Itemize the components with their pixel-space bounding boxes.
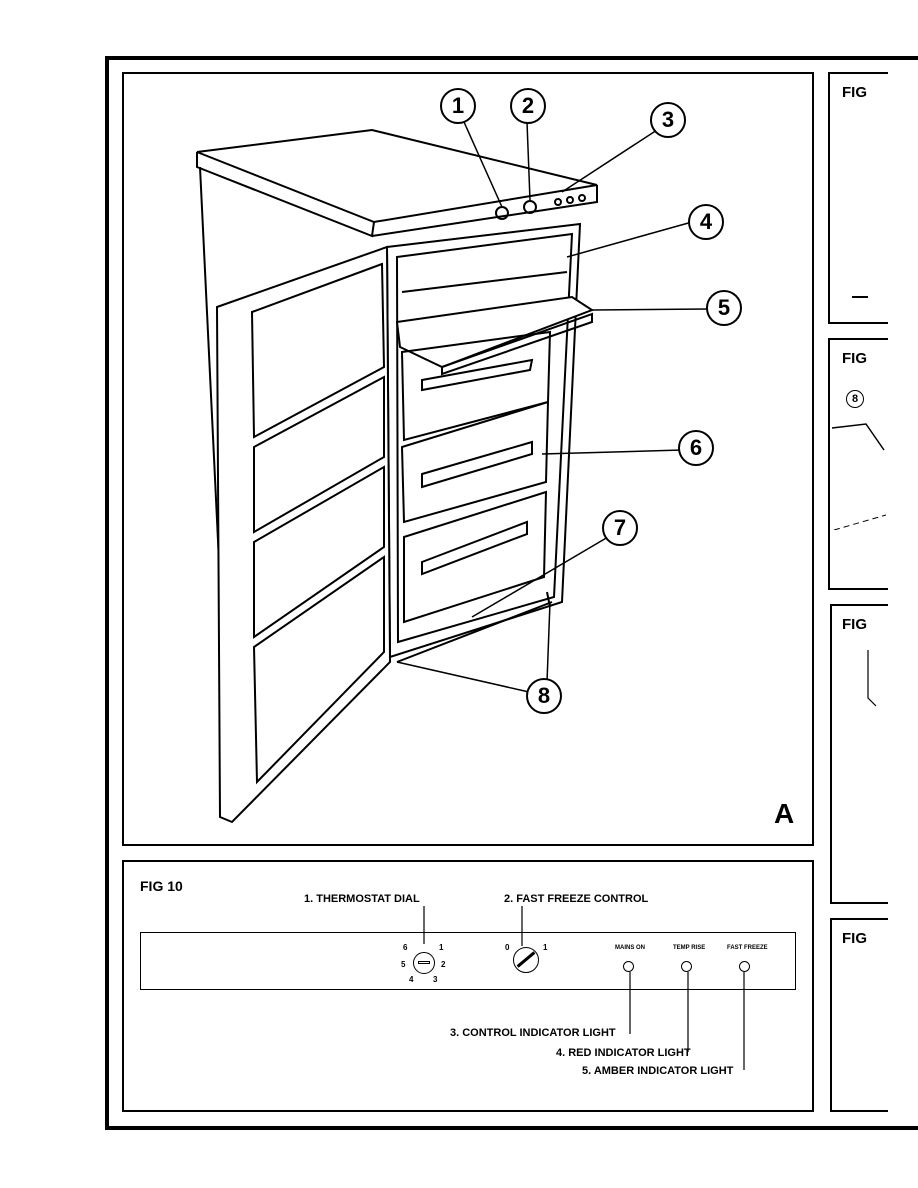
amber-indicator-label: 5. AMBER INDICATOR LIGHT	[582, 1065, 734, 1077]
fast-freeze-number-0: 0	[505, 943, 510, 952]
side-figure-3: FIG	[830, 604, 888, 904]
temp-rise-lamp	[681, 961, 692, 972]
side-figure-1: FIG	[828, 72, 888, 324]
mains-on-lamp	[623, 961, 634, 972]
frame-bottom-rule	[105, 1126, 918, 1130]
thermostat-number-2: 2	[441, 960, 446, 969]
callout-7: 7	[602, 510, 638, 546]
figure-letter: A	[774, 798, 795, 829]
fast-freeze-lamp	[739, 961, 750, 972]
fast-freeze-lamp-label: FAST FREEZE	[727, 945, 768, 951]
callout-8: 8	[526, 678, 562, 714]
thermostat-number-3: 3	[433, 975, 438, 984]
mains-on-lamp-label: MAINS ON	[615, 945, 645, 951]
side-figure-1-mark	[852, 296, 868, 298]
red-indicator-label: 4. RED INDICATOR LIGHT	[556, 1047, 691, 1059]
callout-2: 2	[510, 88, 546, 124]
fig10-box: FIG 10 1. THERMOSTAT DIAL 2. FAST FREEZE…	[122, 860, 814, 1112]
fig10-title: FIG 10	[140, 878, 183, 894]
thermostat-dial-pointer	[418, 961, 430, 964]
side-figure-4: FIG	[830, 918, 888, 1112]
callout-3: 3	[650, 102, 686, 138]
side-figure-2-callout: 8	[846, 390, 864, 408]
callout-4: 4	[688, 204, 724, 240]
fast-freeze-number-1: 1	[543, 943, 548, 952]
side-figure-3-drawing	[867, 650, 877, 707]
thermostat-label: 1. THERMOSTAT DIAL	[304, 893, 420, 905]
thermostat-number-5: 5	[401, 960, 406, 969]
frame-left-rule	[105, 56, 109, 1130]
side-figure-2: FIG 8	[828, 338, 888, 590]
thermostat-number-1: 1	[439, 943, 444, 952]
side-figure-3-label: FIG	[842, 616, 867, 633]
control-panel-strip: 1 2 3 4 5 6 0 1 MAINS ON TEMP RISE FAST …	[140, 932, 796, 990]
thermostat-number-4: 4	[409, 975, 414, 984]
side-figure-1-label: FIG	[842, 84, 867, 101]
fast-freeze-control-label: 2. FAST FREEZE CONTROL	[504, 893, 649, 905]
side-figure-2-label: FIG	[842, 350, 867, 367]
figure-a-box: 1 2 3 4 5 6 7 8 A	[122, 72, 814, 846]
side-figure-4-label: FIG	[842, 930, 867, 947]
callout-6: 6	[678, 430, 714, 466]
temp-rise-lamp-label: TEMP RISE	[673, 945, 706, 951]
thermostat-number-6: 6	[403, 943, 408, 952]
freezer-illustration	[196, 121, 709, 824]
fast-freeze-knob[interactable]	[513, 947, 539, 973]
control-indicator-label: 3. CONTROL INDICATOR LIGHT	[450, 1027, 616, 1039]
callout-5: 5	[706, 290, 742, 326]
frame-top-rule	[105, 56, 918, 60]
fig10-leader-lines	[423, 906, 745, 1070]
side-figure-2-drawing	[831, 423, 886, 530]
thermostat-dial[interactable]	[413, 952, 435, 974]
callout-1: 1	[440, 88, 476, 124]
